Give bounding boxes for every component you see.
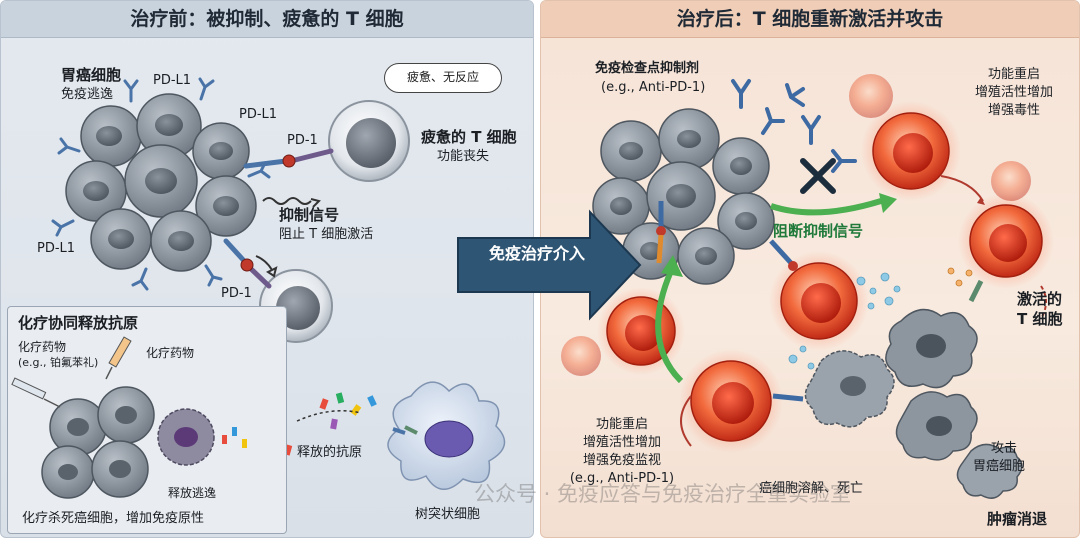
restart-label-top: 功能重启 [987, 67, 1040, 82]
immune-escape-label: 免疫逃逸 [61, 87, 114, 102]
activated-t-cell-top [861, 101, 961, 201]
gastric-tumor-cluster [65, 93, 257, 272]
block-x-icon [800, 158, 836, 194]
before-panel-title: 治疗前：被抑制、疲惫的 T 细胞 [1, 1, 533, 38]
activated-t-cell-right [958, 193, 1054, 289]
anti-pd1-example-bottom: (e.g., Anti-PD-1) [569, 471, 675, 486]
exhausted-t-cell-label: 疲惫的 T 细胞 [421, 128, 517, 146]
inhibit-signal-label: 抑制信号 [279, 206, 340, 224]
pdl1-label: PD-L1 [37, 241, 76, 256]
activated-t-cell-label-2: T 细胞 [1017, 310, 1063, 328]
chemo-kill-label: 化疗杀死癌细胞，增加免疫原性 [22, 511, 205, 526]
chemo-illustration [11, 336, 247, 499]
cytotoxic-granules [788, 267, 973, 370]
activated-t-cell-label: 激活的 [1017, 290, 1063, 308]
toxicity-label-top: 增强毒性 [987, 103, 1040, 118]
inhibit-signal-sublabel: 阻止 T 细胞激活 [279, 227, 374, 242]
immunotherapy-arrow-label: 免疫治疗介入 [488, 244, 585, 263]
function-loss-label: 功能丧失 [437, 149, 490, 164]
chemo-box-title: 化疗协同释放抗原 [18, 314, 139, 332]
tumor-cluster-treated [592, 108, 775, 285]
chemo-drug-label-2: 化疗药物 [146, 346, 195, 360]
attack-label: 攻击 [991, 441, 1018, 456]
syringe-icon [11, 377, 61, 408]
pdl1-label: PD-L1 [153, 73, 192, 88]
activated-t-cell-center [769, 251, 869, 351]
anti-pd1-antibodies [731, 79, 857, 173]
gastric-cancer-target-label: 胃癌细胞 [973, 459, 1026, 474]
tumor-lysis-label: 癌细胞溶解、死亡 [759, 481, 864, 496]
block-signal-arrow [770, 198, 882, 216]
surveillance-label-bottom: 增强免疫监视 [582, 453, 661, 468]
chemo-drug-label: 化疗药物 [18, 340, 67, 354]
pdl1-label: PD-L1 [239, 107, 278, 122]
dendritic-cell [387, 381, 506, 490]
exhausted-speech-bubble: 疲惫、无反应 [384, 63, 502, 93]
dendritic-cell-label: 树突状细胞 [415, 507, 481, 522]
after-treatment-panel: 治疗后：T 细胞重新激活并攻击 [540, 0, 1080, 538]
syringe-icon [105, 336, 132, 380]
restart-label-bottom: 功能重启 [595, 417, 648, 432]
activated-t-cell-left [597, 287, 685, 375]
release-escape-label: 释放逃逸 [168, 486, 217, 500]
after-panel-title: 治疗后：T 细胞重新激活并攻击 [541, 1, 1079, 38]
checkpoint-inhibitor-label: 免疫检查点抑制剂 [595, 61, 700, 76]
gastric-cancer-label: 胃癌细胞 [61, 66, 122, 84]
activated-t-cell-bottom [679, 349, 783, 453]
tumor-regression-label: 肿瘤消退 [987, 510, 1048, 528]
right-illustration [561, 74, 1054, 499]
proliferation-arrow [655, 269, 684, 384]
pd1-label: PD-1 [221, 286, 252, 301]
before-treatment-panel: 治疗前：被抑制、疲惫的 T 细胞 [0, 0, 534, 538]
watermark: 公众号 · 免疫应答与免疫治疗全重实验室 [474, 482, 852, 506]
chemo-synergy-box: 化疗协同释放抗原 化疗药物 (e.g., 铂氟苯礼) 化疗药物 释放逃逸 化疗杀… [7, 306, 287, 534]
faded-t-cells [561, 74, 1031, 376]
exhausted-t-cell [328, 100, 410, 182]
block-signal-label: 阻断抑制信号 [773, 222, 864, 240]
proliferation-label-bottom: 增殖活性增加 [582, 435, 661, 450]
dying-tumor-cells [804, 308, 1023, 499]
proliferation-label-top: 增殖活性增加 [974, 85, 1053, 100]
left-illustration [51, 77, 506, 490]
chemo-drug-example: (e.g., 铂氟苯礼) [18, 356, 99, 369]
tcr-engagements [656, 201, 984, 402]
released-antigen-label: 释放的抗原 [297, 445, 363, 460]
pd1-label: PD-1 [287, 133, 318, 148]
pd1-pdl1-interaction-lower [223, 238, 272, 289]
inhibit-wavy-signal [262, 197, 312, 205]
pd1-pdl1-interaction-top [243, 148, 334, 169]
checkpoint-inhibitor-example: (e.g., Anti-PD-1) [601, 80, 706, 95]
